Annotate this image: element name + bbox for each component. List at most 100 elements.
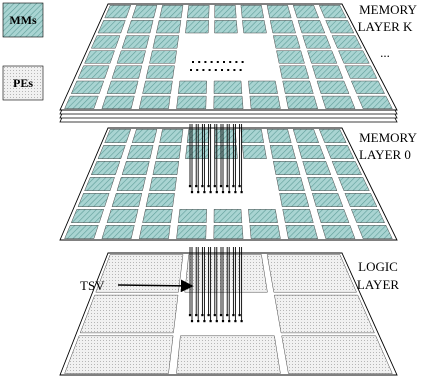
mm-tile: [325, 145, 355, 159]
mm-tile: [242, 145, 267, 159]
mm-tile: [142, 80, 173, 94]
tsv-via-dot: [213, 185, 216, 188]
mm-tile: [285, 95, 319, 109]
mm-tile: [101, 225, 135, 239]
mm-tile: [344, 65, 378, 79]
mm-tile: [64, 95, 99, 109]
mm-tile: [318, 129, 347, 143]
tsv-via-dot: [208, 69, 211, 71]
mm-tile: [350, 209, 385, 223]
mm-tile: [279, 65, 310, 79]
mm-tile: [276, 177, 305, 191]
tsv-via-dot: [190, 69, 192, 71]
tsv-via-dot: [209, 320, 212, 323]
tsv-via-dot: [197, 191, 200, 194]
mm-tile: [178, 80, 207, 94]
tsv-bundle-upper: [188, 124, 243, 194]
memory-layer-0: [59, 127, 398, 241]
mm-tile: [321, 225, 356, 239]
mm-tile: [269, 20, 296, 34]
tsv-via-dot: [221, 191, 225, 194]
mm-tile: [316, 80, 350, 94]
tsv-via-dot: [234, 191, 237, 194]
mm-tile: [70, 80, 105, 94]
mm-tile: [159, 129, 184, 143]
tsv-via-dot: [226, 185, 229, 188]
layer-labels: MEMORY LAYER K ... MEMORY LAYER 0 LOGIC …: [80, 2, 418, 293]
tsv-via-dot: [201, 185, 204, 188]
mm-tile: [302, 35, 332, 49]
tsv-bundle-lower: [188, 247, 243, 323]
mm-tile: [240, 5, 264, 19]
mm-tile: [84, 50, 115, 64]
pe-tile: [266, 254, 357, 293]
mm-tile: [307, 177, 338, 191]
logic-label-line1: LOGIC: [358, 259, 398, 274]
tsv-via-dot: [238, 185, 241, 188]
mm-tile: [318, 5, 347, 19]
tsv-via-dot: [202, 69, 205, 71]
pe-tile: [95, 254, 184, 293]
mm-tile: [344, 193, 378, 207]
memory-0-label-line1: MEMORY: [359, 130, 417, 145]
tsv-via-dot: [197, 320, 200, 323]
tsv-via-dot: [227, 69, 230, 71]
mm-tile: [214, 20, 238, 34]
mm-tile: [104, 129, 132, 143]
logic-layer: [59, 252, 398, 376]
mm-tile: [104, 5, 132, 19]
mm-tile: [249, 95, 281, 109]
tsv-via-dot: [228, 191, 231, 194]
tsv-arrow: [117, 279, 194, 293]
mm-tile: [159, 5, 184, 19]
tsv-via-dot: [207, 314, 210, 317]
mm-tile: [138, 95, 171, 109]
tsv-via-dot: [238, 314, 241, 317]
tsv-via-dot: [213, 314, 216, 317]
mm-tile: [331, 35, 363, 49]
mm-tile: [106, 209, 139, 223]
tsv-via-dot: [221, 320, 225, 323]
mm-tile: [70, 209, 105, 223]
mm-tile: [338, 177, 370, 191]
mm-tile: [116, 50, 146, 64]
tsv-via-dot: [190, 191, 194, 194]
memory-layer-k: [59, 3, 398, 123]
tsv-via-dot: [188, 185, 192, 188]
mm-tile: [176, 225, 207, 239]
mm-tile: [64, 225, 99, 239]
tsv-via-dot: [223, 61, 225, 63]
mm-tile: [145, 193, 175, 207]
mm-tile: [269, 145, 296, 159]
mm-tile: [249, 225, 281, 239]
tsv-via-dot: [198, 61, 201, 63]
pe-legend-swatch: [2, 65, 44, 101]
mm-tile: [214, 5, 237, 19]
legend: MMs PEs: [2, 2, 44, 101]
mm-tile: [213, 209, 243, 223]
mm-tile: [97, 145, 126, 159]
mm-tile: [185, 145, 209, 159]
tsv-via-dot: [209, 191, 212, 194]
tsv-via-dot: [239, 69, 242, 71]
pe-tile: [176, 335, 281, 374]
mm-tile: [272, 35, 301, 49]
memory-k-ellipsis: ...: [380, 45, 390, 60]
tsv-via-dot: [215, 320, 218, 323]
mm-legend-label: MMs: [9, 13, 37, 27]
mm-tile: [111, 193, 143, 207]
mm-tile: [302, 161, 332, 175]
pe-tile: [184, 254, 268, 293]
mm-tile: [242, 20, 267, 34]
tsv-via-dot: [234, 320, 237, 323]
mm-tile: [155, 145, 182, 159]
mm-tile: [138, 225, 171, 239]
mm-tile: [106, 80, 139, 94]
tsv-via-dot: [192, 61, 194, 63]
tsv-via-dot: [232, 314, 235, 317]
mm-tile: [126, 20, 154, 34]
mm-tile: [297, 145, 326, 159]
tsv-via-dot: [195, 314, 198, 317]
mm-tile: [292, 129, 320, 143]
